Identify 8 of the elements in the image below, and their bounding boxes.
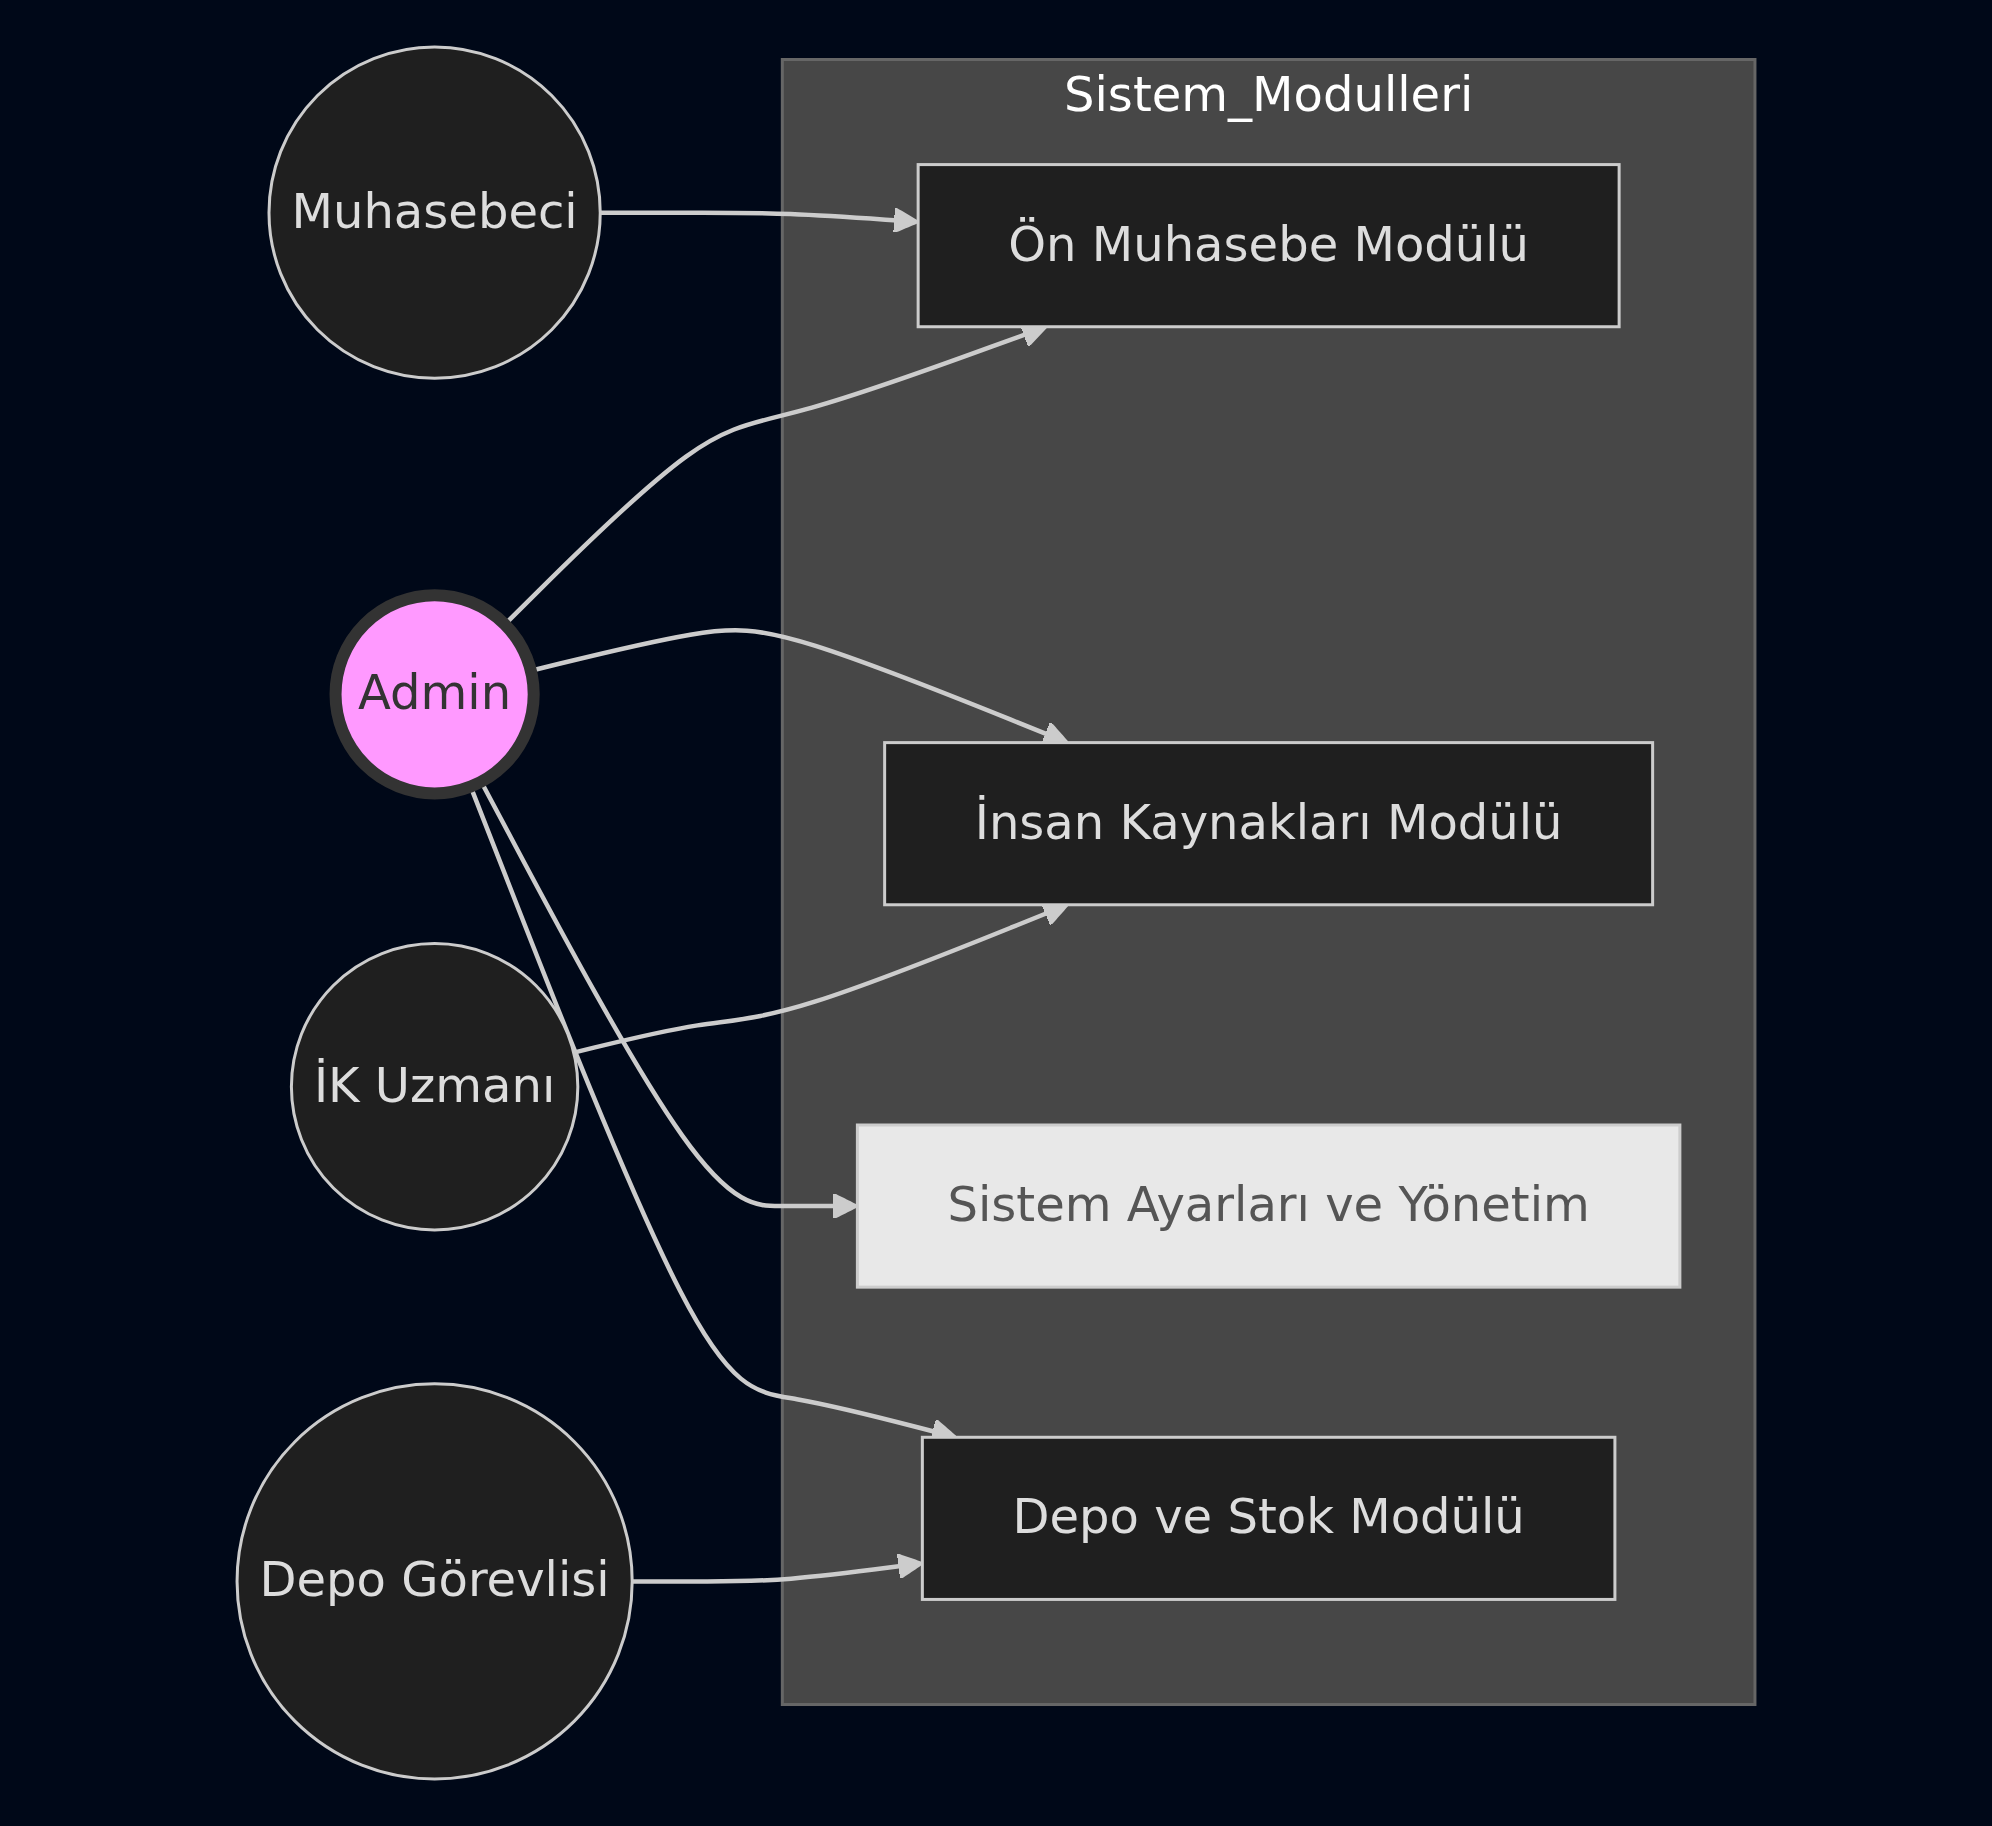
node-box: Depo ve Stok Modülü <box>920 1435 1617 1601</box>
node-circle: Muhasebeci <box>267 45 602 380</box>
node-circle: Admin <box>329 589 540 800</box>
node-box: Ön Muhasebe Modülü <box>916 163 1621 329</box>
node-box: İnsan Kaynakları Modülü <box>883 741 1655 907</box>
node-circle: İK Uzmanı <box>289 942 580 1232</box>
node-box: Sistem Ayarları ve Yönetim <box>855 1123 1682 1289</box>
node-circle: Depo Görevlisi <box>235 1382 634 1781</box>
